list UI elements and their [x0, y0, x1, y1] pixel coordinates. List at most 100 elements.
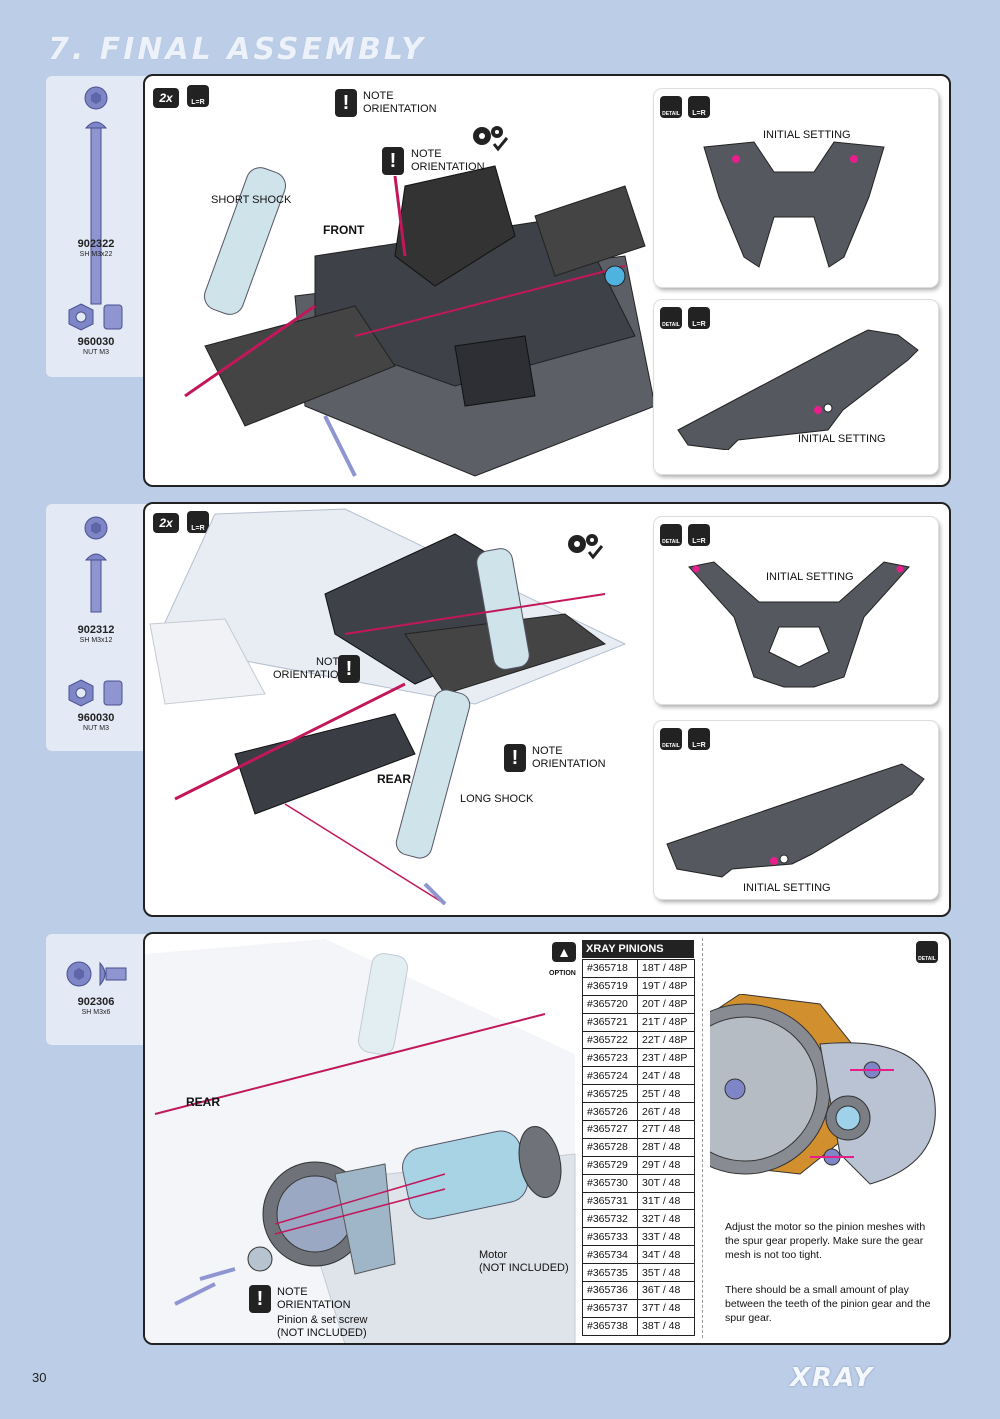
detail-magnifier-icon: DETAIL: [660, 524, 682, 546]
left-right-icon: L=R: [187, 511, 209, 533]
pinion-part-number: #365718: [582, 959, 638, 978]
detail-box-shock-tower: DETAIL L=R INITIAL SETTING: [654, 89, 938, 287]
pinion-teeth: 30T / 48: [637, 1173, 695, 1193]
pinion-part-number: #365721: [582, 1012, 638, 1032]
part-code: 960030: [77, 336, 115, 348]
part-desc: SH M3x22: [79, 251, 113, 258]
gear-mesh-detail: [710, 994, 936, 1185]
step-3-panel: REAR Motor (NOT INCLUDED) ! NOTE ORIENTA…: [143, 932, 951, 1345]
rear-arm-drawing: [666, 763, 925, 878]
rear-chassis-illustration: [149, 508, 627, 906]
left-right-icon: L=R: [187, 85, 209, 107]
pinion-teeth: 36T / 48: [637, 1281, 695, 1300]
rear-label: REAR: [186, 1095, 221, 1109]
suspension-arm-drawing: [677, 329, 919, 450]
motor-assembly-illustration: [145, 939, 576, 1343]
left-right-icon: L=R: [688, 96, 710, 118]
parts-panel-1: 902322 SH M3x22 960030 NUT M3: [46, 76, 158, 377]
note-orientation-label: NOTE ORIENTATION: [277, 1286, 351, 1311]
pinion-teeth: 34T / 48: [637, 1245, 695, 1265]
screw-head-icon: [84, 86, 108, 110]
pinion-teeth: 19T / 48P: [637, 976, 695, 996]
pinion-part-number: #365731: [582, 1191, 638, 1211]
left-right-icon: L=R: [688, 728, 710, 750]
detail-magnifier-icon: DETAIL: [660, 307, 682, 329]
warning-icon: !: [338, 655, 360, 683]
part-code: 902312: [77, 624, 115, 636]
screw-head-icon: [84, 516, 108, 540]
part-desc: SH M3x6: [81, 1009, 111, 1016]
part-desc: NUT M3: [83, 349, 109, 356]
pinion-table-title: XRAY PINIONS: [582, 940, 694, 958]
left-right-icon: L=R: [688, 307, 710, 329]
pinion-part-number: #365734: [582, 1245, 638, 1265]
detail-magnifier-icon: DETAIL: [916, 941, 938, 963]
pinion-part-number: #365726: [582, 1102, 638, 1122]
pinion-part-number: #365722: [582, 1030, 638, 1050]
pinion-part-number: #365733: [582, 1227, 638, 1247]
pinion-teeth: 25T / 48: [637, 1084, 695, 1104]
front-label: FRONT: [323, 223, 365, 237]
pinion-part-number: #365719: [582, 976, 638, 996]
warning-icon: !: [335, 89, 357, 117]
screw-short-icon: [66, 961, 127, 987]
detail-box-rear-arm: DETAIL L=R INITIAL SETTING: [654, 721, 938, 899]
pinion-teeth: 21T / 48P: [637, 1012, 695, 1032]
pinion-label: Pinion & set screw (NOT INCLUDED): [277, 1314, 368, 1339]
pinion-teeth: 32T / 48: [637, 1209, 695, 1229]
pinion-teeth: 20T / 48P: [637, 994, 695, 1014]
note-orientation-label: NOTE ORIENTATION: [411, 148, 485, 173]
part-desc: NUT M3: [83, 725, 109, 732]
pinion-teeth: 23T / 48P: [637, 1048, 695, 1068]
page-number: 30: [32, 1370, 47, 1385]
pinion-part-number: #365725: [582, 1084, 638, 1104]
pinion-teeth: 26T / 48: [637, 1102, 695, 1122]
option-label: OPTION: [549, 970, 576, 977]
nut-icon: [68, 303, 123, 331]
adjust-gears-icon: [473, 126, 509, 152]
page-title: 7. FINAL ASSEMBLY: [48, 32, 426, 67]
warning-icon: !: [504, 744, 526, 772]
divider: [702, 938, 703, 1338]
pinion-part-number: #365737: [582, 1298, 638, 1318]
parts-panel-3: 902306 SH M3x6: [46, 934, 158, 1045]
long-shock-label: LONG SHOCK: [460, 793, 534, 805]
gear-mesh-instruction: Adjust the motor so the pinion meshes wi…: [725, 1221, 926, 1261]
pinion-teeth: 18T / 48P: [637, 959, 695, 978]
pinion-part-number: #365732: [582, 1209, 638, 1229]
warning-icon: !: [249, 1285, 271, 1313]
rear-tower-drawing: [688, 561, 910, 688]
pinion-teeth: 37T / 48: [637, 1298, 695, 1318]
pinion-part-number: #365736: [582, 1281, 638, 1300]
note-orientation-label: NOTE ORIENTATION: [532, 745, 606, 770]
shock-tower-drawing: [703, 141, 885, 268]
pinion-part-number: #365724: [582, 1066, 638, 1086]
adjust-gears-icon: [568, 534, 604, 560]
lr-label: L=R: [191, 99, 205, 106]
motor-label: Motor (NOT INCLUDED): [479, 1249, 569, 1274]
screw-medium-icon: [84, 553, 108, 613]
step-2-panel: 2x L=R NOTE ORIENTATION ! ! NOTE ORIENTA…: [143, 502, 951, 917]
detail-box-rear-tower: DETAIL L=R INITIAL SETTING: [654, 517, 938, 704]
step-1-panel: 2x L=R ! NOTE ORIENTATION ! NOTE ORIENTA…: [143, 74, 951, 487]
chassis-illustration: [184, 165, 655, 477]
pinion-teeth: 28T / 48: [637, 1137, 695, 1157]
thumbs-up-icon: ▲: [552, 942, 576, 962]
pinion-teeth: 29T / 48: [637, 1155, 695, 1175]
pinion-teeth: 22T / 48P: [637, 1030, 695, 1050]
note-orientation-label: NOTE ORIENTATION: [273, 656, 347, 681]
detail-magnifier-icon: DETAIL: [660, 96, 682, 118]
